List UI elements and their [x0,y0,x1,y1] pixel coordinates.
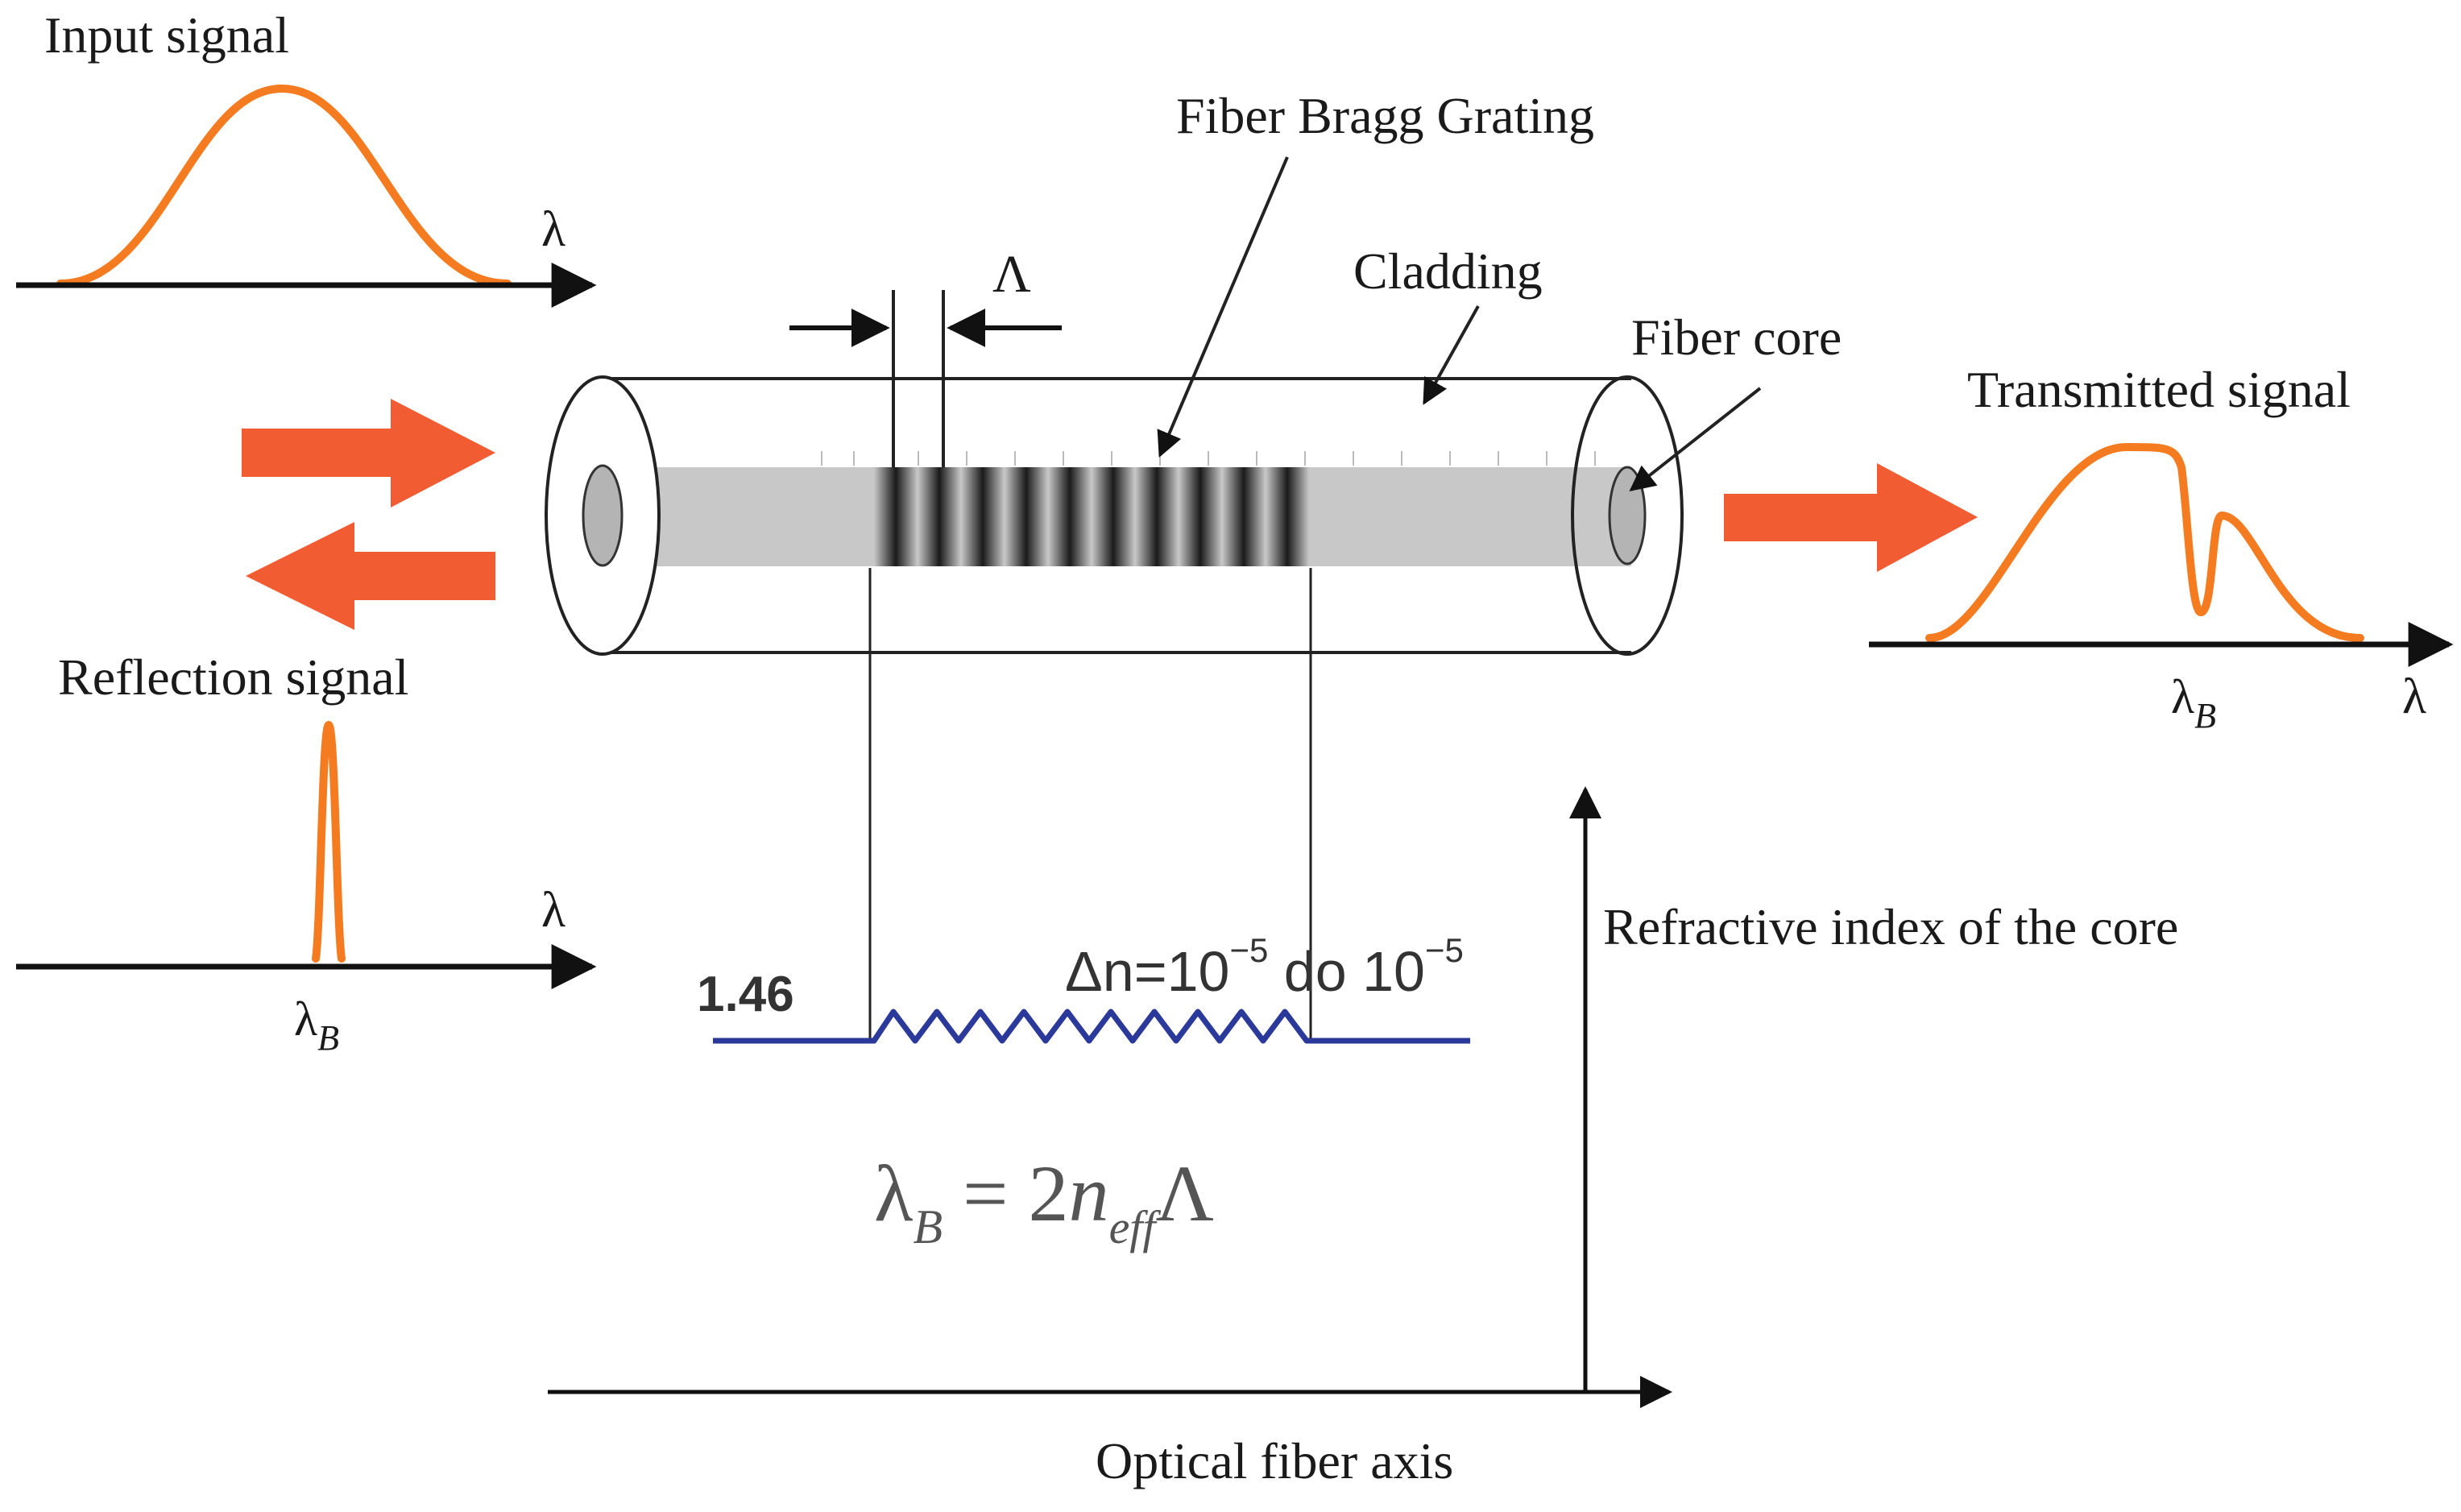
grating-period-marker: Λ [789,245,1062,467]
fiber-right-end [1571,375,1684,656]
bragg-grating-fringes [874,467,1309,566]
reflection-lambda-b-label: λB [294,992,339,1058]
bragg-grating-pointer [1157,156,1289,458]
refractive-index-axis-label: Refractive index of the core [1603,898,2178,955]
input-lambda-label: λ [541,202,566,257]
transmitted-signal-curve [1925,443,2364,642]
fiber-core-pointer [1629,387,1762,491]
reflection-signal-curve [312,720,346,963]
index-profile-line [713,1009,1470,1044]
transmitted-signal-label: Transmitted signal [1967,361,2351,418]
cladding-pointer [1423,305,1480,405]
reflection-lambda-label: λ [541,883,566,938]
transmitted-lambda-label: λ [2402,669,2426,724]
index-modulation-label: Δn=10−5 do 10−5 [1065,931,1464,1003]
optical-fiber [545,375,1684,656]
grating-period-label: Λ [992,245,1031,304]
reflection-signal-plot: Reflection signal λ λB [16,648,597,1058]
input-signal-curve [56,84,512,288]
reflection-signal-label: Reflection signal [58,648,408,706]
transmitted-lambda-b-label: λB [2171,670,2216,735]
fiber-bragg-grating-label: Fiber Bragg Grating [1176,87,1594,144]
bragg-equation: λB = 2neffΛ [874,1149,1214,1253]
incoming-light-arrow [242,399,495,507]
fiber-right-core-end [1608,466,1647,565]
core-tick-marks [821,451,1596,466]
optical-fiber-axis-label: Optical fiber axis [1096,1432,1453,1489]
reflected-light-arrow [246,522,495,630]
transmitted-light-arrow [1724,463,1978,572]
input-signal-label: Input signal [44,6,289,64]
base-index-label: 1.46 [697,967,794,1022]
fiber-left-core-end [582,464,624,567]
cladding-label: Cladding [1353,242,1543,300]
fiber-core-label: Fiber core [1631,309,1842,366]
refractive-index-profile: 1.46 Δn=10−5 do 10−5 [697,568,1470,1044]
transmitted-signal-plot: Transmitted signal λB λ [1869,361,2454,735]
input-signal-plot: Input signal λ [16,6,597,308]
